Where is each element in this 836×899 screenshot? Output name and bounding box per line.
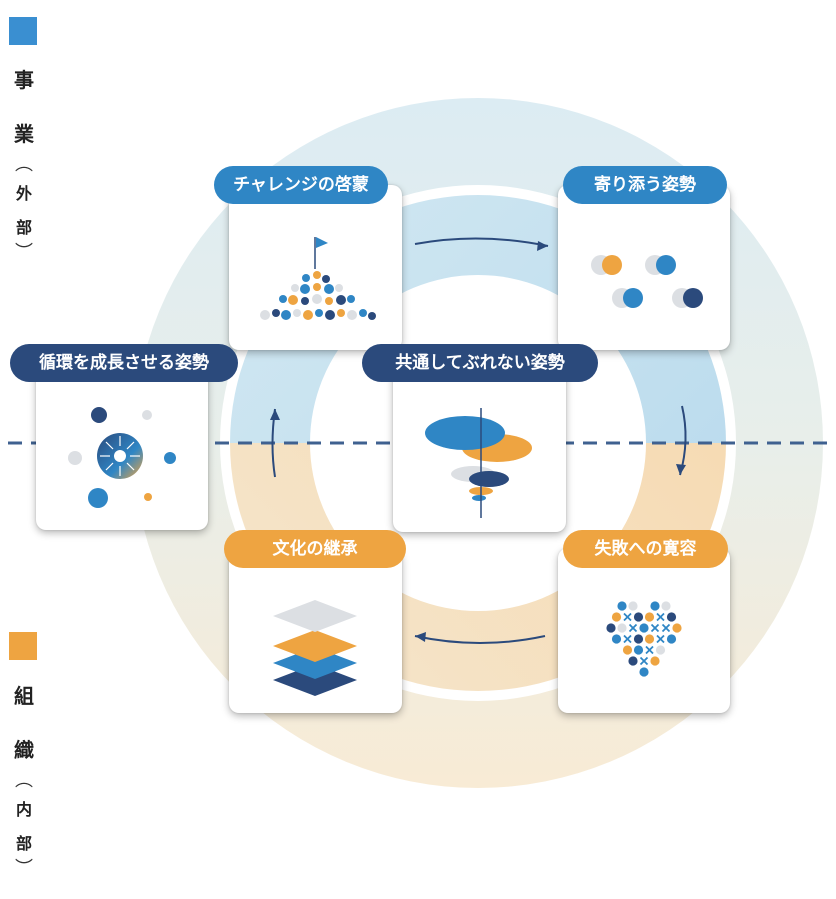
radial-cycle-icon — [68, 407, 176, 508]
heart-dot — [628, 601, 638, 611]
label-core: 共通してぶれない姿勢 — [362, 344, 598, 382]
heart-dot — [672, 623, 682, 633]
heart-dot — [666, 612, 677, 622]
card-failure — [558, 548, 730, 713]
heart-dot — [644, 634, 655, 644]
heart-dot — [611, 612, 622, 622]
card-culture — [229, 548, 402, 713]
heart-cross-mark — [645, 645, 654, 655]
label-culture: 文化の継承 — [224, 530, 406, 568]
label-support: 寄り添う姿勢 — [563, 166, 727, 204]
heart-dot — [666, 634, 677, 644]
heart-dot — [650, 601, 660, 611]
heart-dot — [617, 623, 627, 633]
organization-vertical-label: 組 織 ︵ 内 部 ︶ — [14, 684, 34, 879]
label-failure: 失敗への寛容 — [563, 530, 728, 568]
heart-cross-mark — [639, 656, 649, 666]
card-support — [558, 185, 730, 350]
heart-dot — [633, 634, 644, 644]
card-cycle — [36, 362, 208, 530]
heart-dot — [650, 656, 660, 666]
heart-dot — [633, 612, 644, 622]
label-challenge: チャレンジの啓蒙 — [214, 166, 388, 204]
card-core — [393, 362, 566, 532]
heart-dot — [644, 612, 655, 622]
card-challenge — [229, 185, 402, 350]
heart-dot — [617, 601, 627, 611]
heart-dot — [628, 656, 638, 666]
stacked-layers-icon — [273, 600, 357, 696]
business-vertical-label: 事 業 ︵ 外 部 ︶ — [14, 68, 34, 263]
heart-cross-mark — [628, 623, 638, 633]
heart-cross-mark — [656, 634, 665, 644]
heart-cross-mark — [656, 612, 665, 622]
heart-dot — [639, 623, 649, 633]
arrow-right — [414, 237, 549, 247]
heart-cross-mark — [623, 612, 632, 622]
heart-dot — [606, 623, 616, 633]
heart-dot — [661, 601, 671, 611]
stacked-ellipses-icon — [425, 408, 532, 518]
label-cycle: 循環を成長させる姿勢 — [10, 344, 238, 382]
heart-grid-icon — [606, 601, 682, 677]
heart-cross-mark — [623, 634, 632, 644]
heart-dot — [655, 645, 666, 655]
paired-dots-icon — [591, 255, 703, 308]
heart-cross-mark — [661, 623, 671, 633]
arrow-left — [414, 635, 546, 644]
flag-dots-icon — [260, 237, 376, 320]
heart-cross-mark — [650, 623, 660, 633]
heart-dot — [622, 645, 633, 655]
heart-dot — [639, 667, 649, 677]
heart-dot — [611, 634, 622, 644]
business-legend-square — [9, 17, 37, 45]
organization-legend-square — [9, 632, 37, 660]
heart-dot — [633, 645, 644, 655]
